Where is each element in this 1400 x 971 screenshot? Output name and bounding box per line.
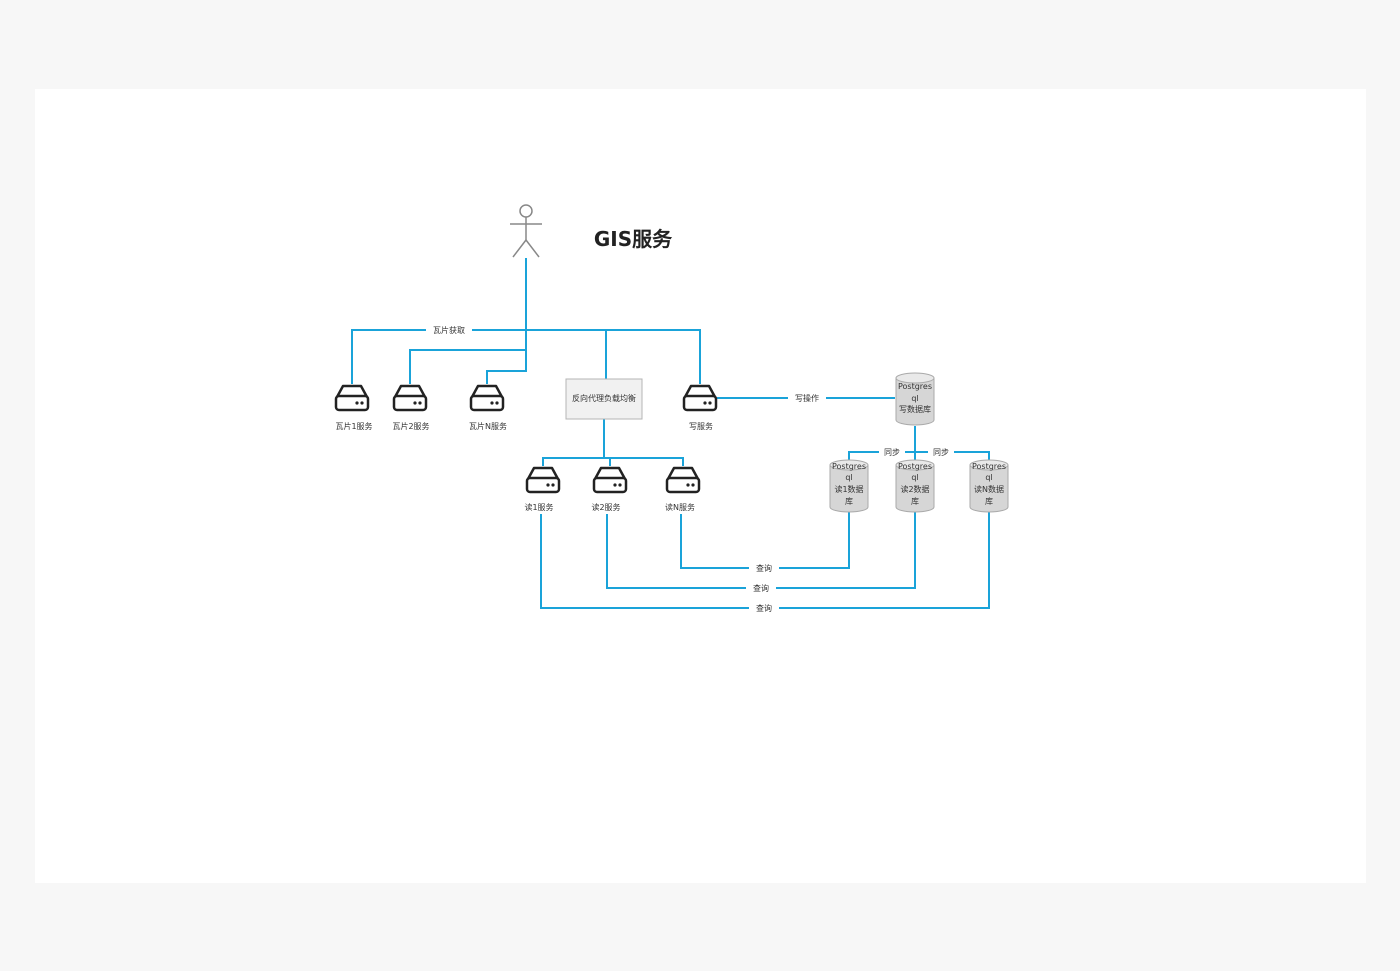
server-label-tile1: 瓦片1服务 — [335, 421, 372, 431]
server-label-read1: 读1服务 — [524, 502, 553, 512]
database-label-readN-3: 读N数据 — [974, 484, 1004, 494]
edge-label-sync-1: 同步 — [884, 448, 900, 457]
server-icon — [469, 384, 505, 412]
database-label-read1-1: Postgres — [832, 462, 866, 471]
database-label-write-1: Postgres — [898, 382, 932, 391]
server-node-tile1[interactable]: 瓦片1服务 — [334, 384, 373, 431]
server-icon — [665, 466, 701, 494]
database-label-readN-2: ql — [985, 473, 992, 482]
server-icon — [392, 384, 428, 412]
server-icon — [592, 466, 628, 494]
server-node-read1[interactable]: 读1服务 — [524, 466, 561, 512]
database-label-read1-4: 库 — [845, 496, 853, 506]
database-label-write-2: ql — [911, 394, 918, 403]
database-label-read2-3: 读2数据 — [900, 484, 929, 494]
server-label-tileN: 瓦片N服务 — [469, 421, 507, 431]
server-node-readN[interactable]: 读N服务 — [665, 466, 701, 512]
database-label-read2-2: ql — [911, 473, 918, 482]
load-balancer-label: 反向代理负载均衡 — [572, 393, 636, 403]
database-label-readN-4: 库 — [985, 496, 993, 506]
edge-label-tile-fetch: 瓦片获取 — [433, 325, 465, 335]
server-label-readN: 读N服务 — [665, 502, 695, 512]
database-label-read1-3: 读1数据 — [834, 484, 863, 494]
database-node-write[interactable]: Postgres ql 写数据库 — [895, 372, 935, 426]
database-node-read2[interactable]: Postgres ql 读2数据 库 — [895, 459, 935, 513]
load-balancer-node[interactable]: 反向代理负载均衡 — [565, 378, 643, 420]
server-node-tileN[interactable]: 瓦片N服务 — [469, 384, 507, 431]
database-label-read2-4: 库 — [911, 496, 919, 506]
database-label-readN-1: Postgres — [972, 462, 1006, 471]
diagram-title: GIS服务 — [594, 227, 673, 251]
database-node-read1[interactable]: Postgres ql 读1数据 库 — [829, 459, 869, 513]
server-icon — [682, 384, 718, 412]
database-label-read1-2: ql — [845, 473, 852, 482]
connectors — [351, 258, 990, 609]
database-node-readN[interactable]: Postgres ql 读N数据 库 — [969, 459, 1009, 513]
user-actor-icon — [510, 204, 542, 258]
server-label-read2: 读2服务 — [591, 502, 620, 512]
database-label-write-3: 写数据库 — [899, 404, 931, 414]
edge-label-query-2: 查询 — [753, 583, 769, 593]
edge-label-sync-2: 同步 — [933, 448, 949, 457]
database-label-read2-1: Postgres — [898, 462, 932, 471]
server-icon — [334, 384, 370, 412]
server-node-tile2[interactable]: 瓦片2服务 — [392, 384, 430, 431]
server-node-write[interactable]: 写服务 — [682, 384, 718, 431]
edge-label-query-1: 查询 — [756, 563, 772, 573]
edge-label-write-op: 写操作 — [795, 393, 819, 403]
server-label-write: 写服务 — [689, 421, 713, 431]
diagram-canvas — [35, 89, 1366, 883]
edge-label-query-3: 查询 — [756, 603, 772, 613]
server-node-read2[interactable]: 读2服务 — [591, 466, 628, 512]
server-label-tile2: 瓦片2服务 — [392, 421, 429, 431]
server-icon — [525, 466, 561, 494]
